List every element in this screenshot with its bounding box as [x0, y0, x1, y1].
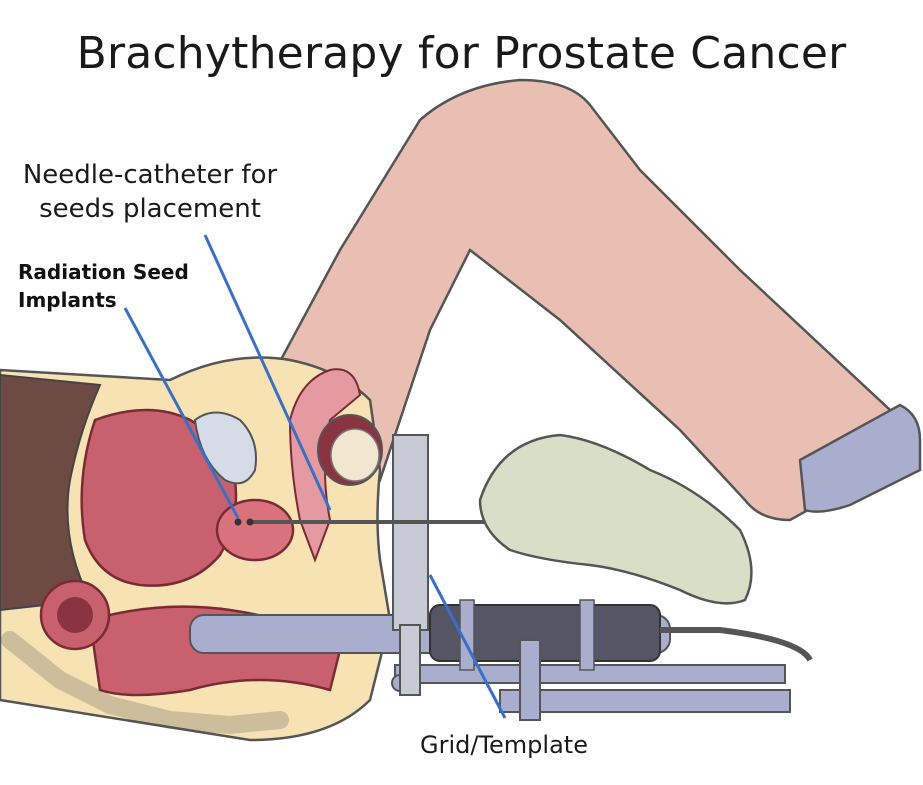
needle-catheter-label: Needle-catheter for seeds placement — [5, 158, 295, 226]
raised-leg — [268, 78, 895, 522]
seed-label-line2: Implants — [18, 288, 117, 312]
seed-implants-label: Radiation Seed Implants — [18, 258, 189, 314]
seeds-pointer — [123, 307, 240, 519]
seed — [246, 518, 254, 526]
grid-template — [392, 434, 429, 631]
needle-label-line1: Needle-catheter for — [22, 160, 278, 190]
needle-pointer — [203, 234, 332, 511]
grid-pointer — [428, 574, 507, 719]
seed-label-line1: Radiation Seed — [18, 260, 189, 284]
seed — [234, 518, 242, 526]
prostate — [215, 498, 295, 562]
bladder — [80, 408, 238, 587]
muscle — [0, 373, 102, 612]
spine — [1, 631, 289, 735]
foot — [798, 403, 922, 513]
grid-template-label: Grid/Template — [420, 731, 588, 759]
gloved-hand — [478, 433, 753, 605]
diagram-title: Brachytherapy for Prostate Cancer — [76, 28, 847, 79]
needle-label-line2: seeds placement — [39, 194, 261, 224]
